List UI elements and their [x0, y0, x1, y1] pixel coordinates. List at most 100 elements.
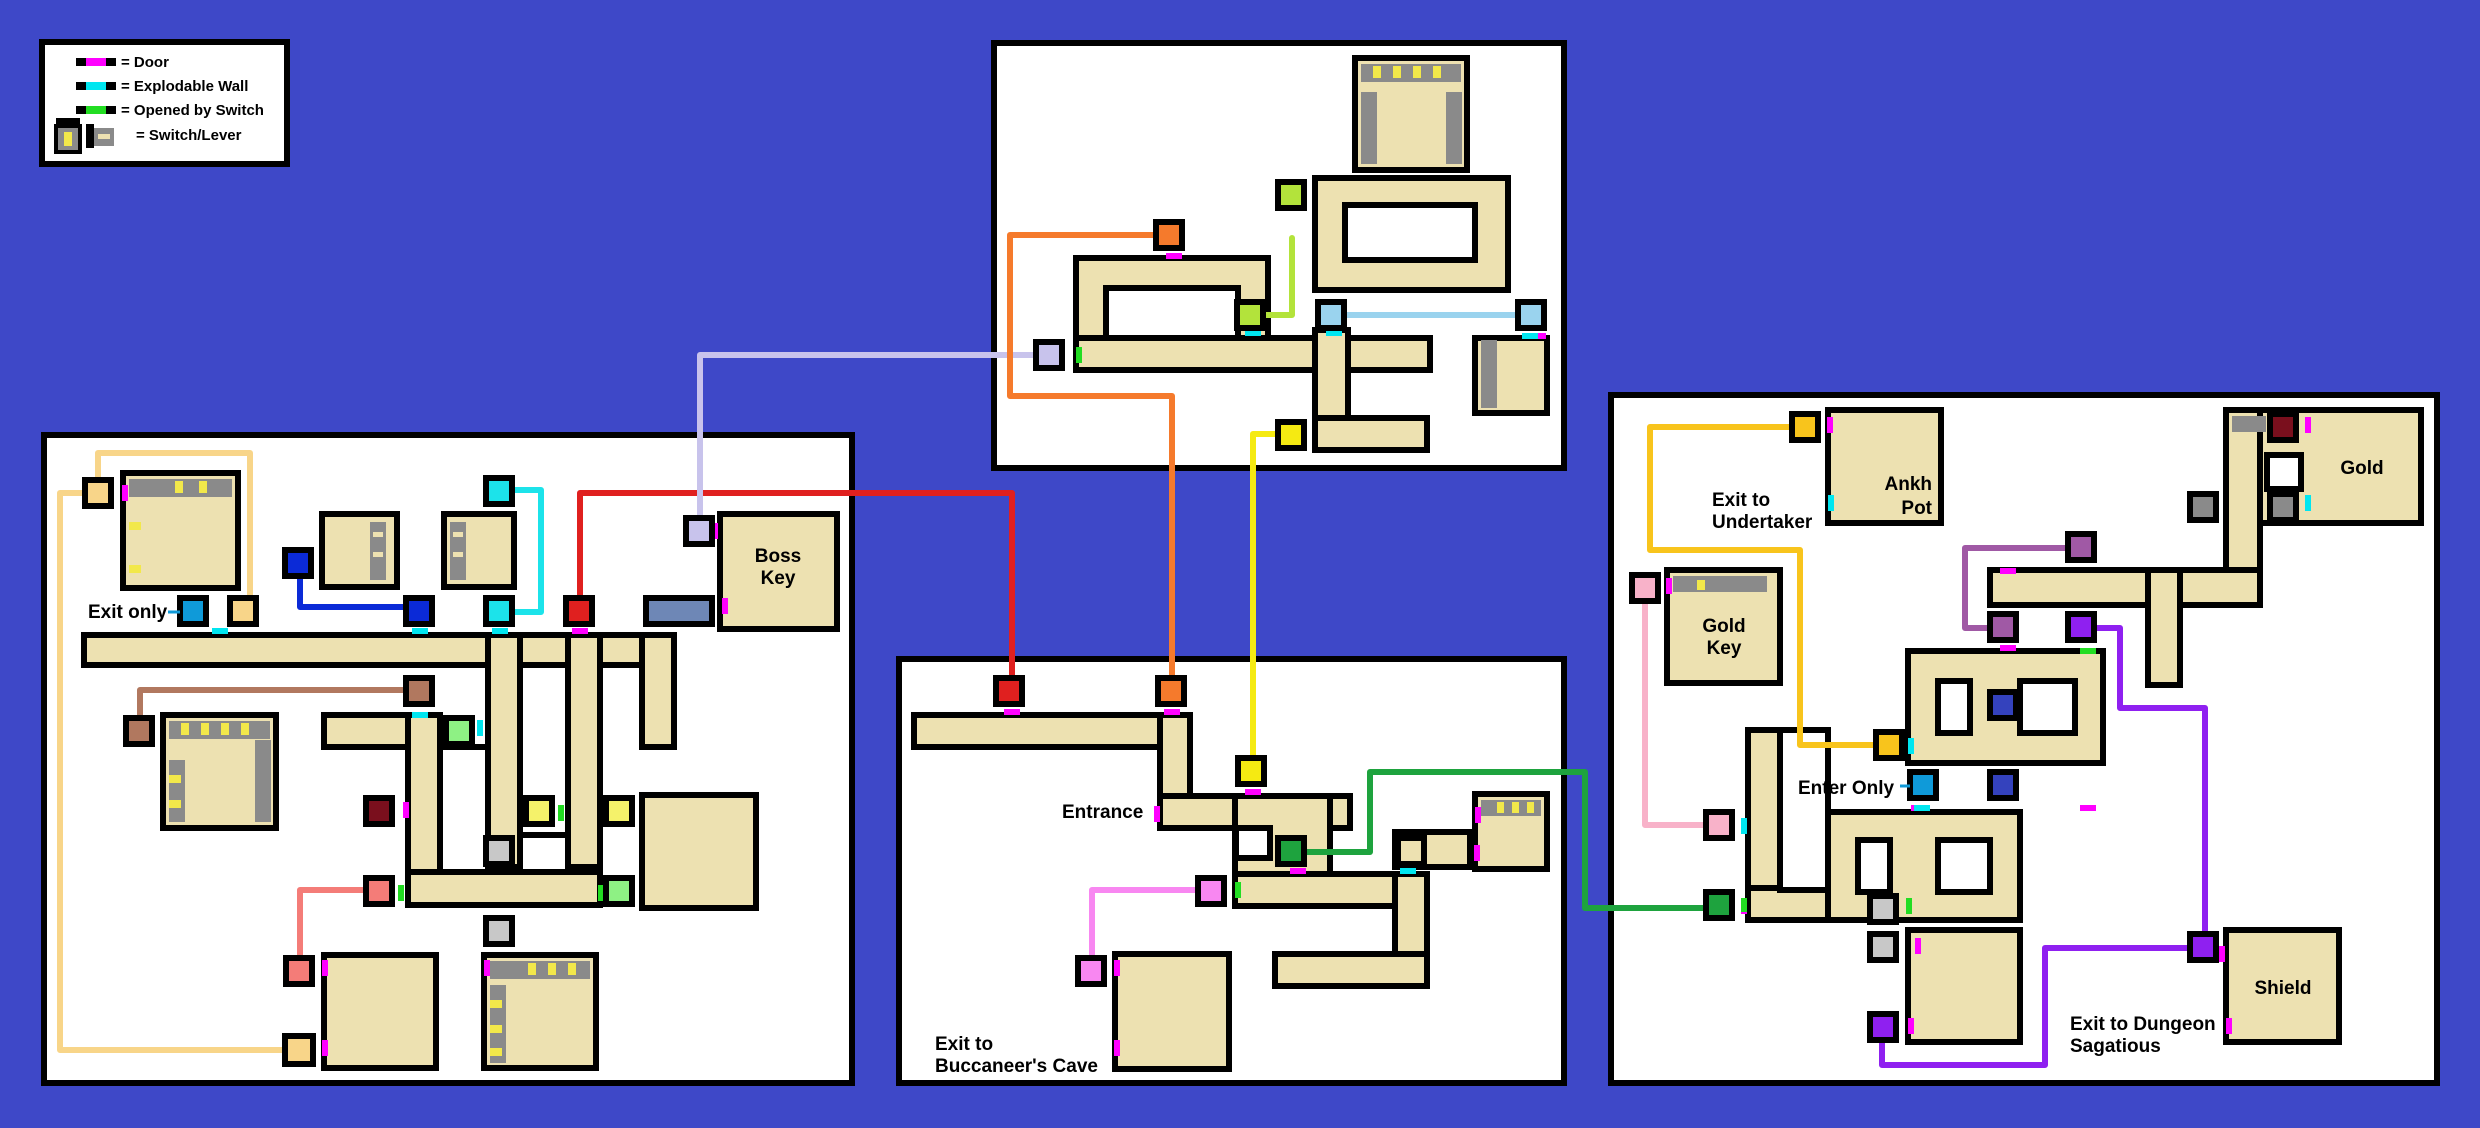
switch-red-b: [993, 675, 1025, 707]
switch-yellowpale-a: [523, 795, 555, 827]
legend: = Door = Explodable Wall = Opened by Swi…: [39, 39, 290, 167]
switch-skyblue-b: [1515, 299, 1547, 331]
link-lavender: [697, 352, 1050, 531]
corridor-east-top: [1987, 567, 2263, 608]
switch-squares: [82, 179, 2304, 1067]
corridor-north-main: [1073, 335, 1433, 373]
switch-cyan-a: [483, 475, 515, 507]
label-ankh-line2: Pot: [1901, 498, 1932, 519]
switch-steelblue: [643, 595, 715, 627]
link-red: [577, 490, 1015, 692]
gold-room-gap: [2264, 452, 2304, 492]
room-ankh-pot: [1825, 407, 1944, 526]
switch-grey-east-a: [2187, 491, 2219, 523]
label-exit-sagatious-line2: Sagatious: [2070, 1036, 2161, 1057]
switch-lavender-a: [683, 515, 715, 547]
label-boss-key-line2: Key: [761, 568, 796, 589]
switch-brown-a: [403, 675, 435, 707]
link-peach-long: [57, 490, 300, 1053]
switch-purple-a: [2065, 531, 2097, 563]
switch-orange-b: [1155, 675, 1187, 707]
switch-grey-east-c: [1867, 893, 1899, 925]
corridor-center-bottom: [1272, 951, 1430, 989]
corridor-center-west: [911, 712, 1177, 750]
legend-lever-swatch: [54, 118, 114, 154]
map-labels: Exit only Boss Key Entrance Exit to Bucc…: [88, 458, 2384, 1077]
link-lightpink: [1642, 588, 1720, 828]
link-green: [1290, 769, 1720, 911]
switch-violet-a: [2065, 611, 2097, 643]
switch-yellowpale-b: [603, 795, 635, 827]
switch-levers: [129, 64, 2266, 1063]
link-gold: [1647, 424, 1882, 748]
label-exit-sagatious-line1: Exit to Dungeon: [2070, 1014, 2216, 1035]
switch-gold-b: [1873, 729, 1905, 761]
corridor-west-vert-b: [565, 632, 603, 870]
switch-gold-a: [1789, 411, 1821, 443]
switch-purple-b: [1987, 611, 2019, 643]
switch-peach-c: [282, 1033, 316, 1067]
room-east-sw: [1905, 927, 2023, 1045]
corridor-west-bottom: [405, 869, 603, 908]
link-lime: [1245, 235, 1295, 318]
link-pink: [1089, 887, 1212, 968]
link-cyan: [500, 487, 544, 615]
switch-pink-a: [1195, 875, 1227, 907]
label-exit-bucc-line1: Exit to: [935, 1034, 993, 1055]
legend-switch-opened-label: = Opened by Switch: [121, 102, 264, 119]
legend-door-label: = Door: [121, 54, 169, 71]
room-west-sw: [321, 952, 439, 1071]
room-west-east: [639, 792, 759, 911]
switch-center-east: [1395, 835, 1427, 867]
switch-red-a: [563, 595, 595, 627]
switch-salmon-a: [363, 875, 395, 907]
switch-lavender-b: [1033, 339, 1065, 371]
corridor-north-bottom: [1312, 415, 1430, 453]
link-violet-south: [1879, 945, 2205, 1068]
switch-lightpink-b: [1703, 809, 1735, 841]
legend-explodable-swatch: [76, 82, 116, 90]
label-gold: Gold: [2340, 458, 2383, 479]
switch-darkred-east: [2267, 411, 2299, 443]
label-boss-key-line1: Boss: [755, 546, 801, 567]
link-orange: [1007, 232, 1175, 692]
switch-enter-only: [1907, 769, 1939, 801]
label-ankh-line1: Ankh: [1885, 474, 1933, 495]
switch-yellow-b: [1235, 755, 1267, 787]
link-purple: [1962, 545, 2082, 631]
switch-violet-b: [2187, 931, 2219, 963]
switch-lightpink-a: [1629, 572, 1661, 604]
switch-darkred: [363, 795, 395, 827]
switch-grey-b: [483, 915, 515, 947]
switch-exit-only: [177, 595, 209, 627]
switch-grey-east-d: [1867, 931, 1899, 963]
switch-navy-a: [1987, 689, 2019, 721]
room-shield: [2223, 927, 2342, 1045]
switch-brown-b: [123, 715, 155, 747]
switch-salmon-b: [283, 955, 315, 987]
label-enter-only: Enter Only: [1798, 778, 1895, 799]
switch-peach-b: [227, 595, 259, 627]
room-boss-key: [717, 511, 840, 632]
switch-peach-a: [82, 477, 114, 509]
label-exit-undertaker-line1: Exit to: [1712, 490, 1770, 511]
switch-pink-b: [1075, 955, 1107, 987]
switch-blue-a: [282, 547, 314, 579]
switch-lightgreen-a: [443, 715, 475, 747]
legend-door-swatch: [76, 58, 116, 66]
switch-green-b: [1703, 889, 1735, 921]
label-gold-key-line2: Key: [1707, 638, 1742, 659]
switch-lightgreen-b: [603, 875, 635, 907]
label-shield: Shield: [2254, 978, 2311, 999]
link-violet: [2082, 625, 2208, 948]
switch-grey-east-b: [2267, 491, 2299, 523]
label-exit-undertaker-line2: Undertaker: [1712, 512, 1813, 533]
legend-switch-opened-swatch: [76, 106, 116, 114]
connections: [57, 232, 2208, 1068]
switch-lime-b: [1234, 299, 1266, 331]
legend-explodable-label: = Explodable Wall: [121, 78, 248, 95]
room-center-exit: [1112, 951, 1232, 1072]
legend-lever-label: = Switch/Lever: [136, 127, 242, 144]
link-salmon: [297, 887, 377, 980]
